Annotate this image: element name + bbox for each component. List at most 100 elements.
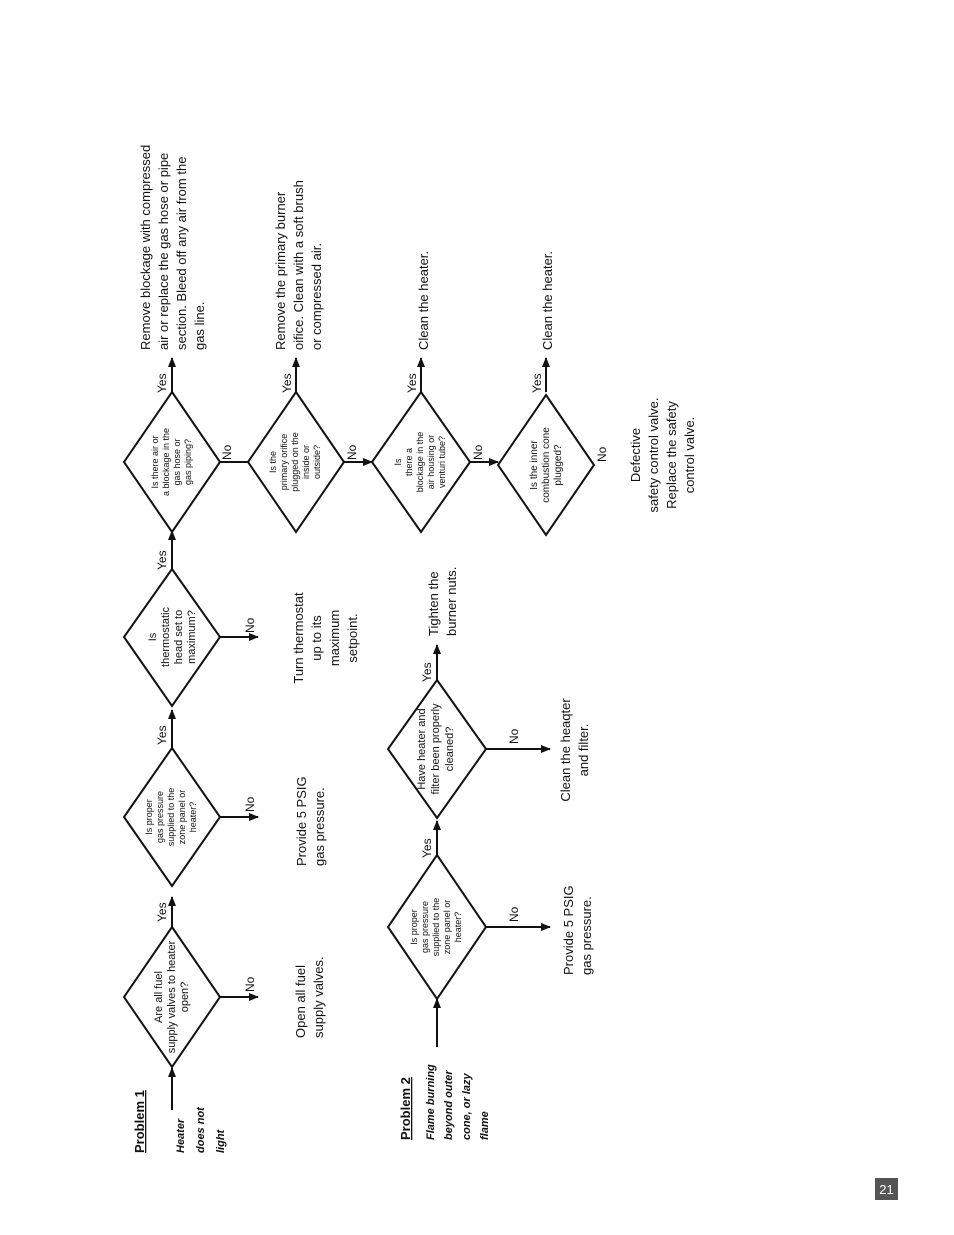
svg-text:outside?: outside? xyxy=(312,445,322,479)
svg-text:and filter.: and filter. xyxy=(576,724,591,777)
svg-text:supply valves to heater: supply valves to heater xyxy=(166,940,178,1053)
yes-label: Yes xyxy=(155,550,169,570)
no-label: No xyxy=(471,444,485,460)
svg-text:Replace the safety: Replace the safety xyxy=(664,401,679,509)
svg-text:thermostatic: thermostatic xyxy=(160,607,172,667)
p1-decision-orifice xyxy=(246,390,346,534)
p1-decision-gas-pressure xyxy=(122,746,222,888)
svg-text:Clean the heater.: Clean the heater. xyxy=(416,251,431,350)
yes-label: Yes xyxy=(280,373,294,393)
svg-text:combustion cone: combustion cone xyxy=(541,427,552,503)
p1-decision-thermostat xyxy=(122,567,222,708)
svg-text:gas pressure: gas pressure xyxy=(155,791,165,843)
svg-text:gas pressure: gas pressure xyxy=(420,901,430,953)
p1-q4-text: Is there air or a blockage in the gas ho… xyxy=(150,428,193,496)
yes-label: Yes xyxy=(155,373,169,393)
p1-action-thermostat: Turn thermostat up to its maximum setpoi… xyxy=(291,592,360,684)
p2-q1-text: Is proper gas pressure supplied to the z… xyxy=(409,898,463,957)
p2-action-tighten-nuts: Tighten the burner nuts. xyxy=(426,567,459,636)
svg-text:Turn thermostat: Turn thermostat xyxy=(291,592,306,684)
svg-text:there a: there a xyxy=(404,448,414,476)
p1-decision-fuel-valves xyxy=(122,925,222,1069)
svg-text:or compressed air.: or compressed air. xyxy=(309,243,324,350)
svg-text:section. Bleed off any air fr: section. Bleed off any air from the xyxy=(174,157,189,350)
page-number-badge xyxy=(875,1178,898,1200)
no-label: No xyxy=(345,444,359,460)
svg-text:supplied to the: supplied to the xyxy=(166,788,176,847)
svg-text:beyond outer: beyond outer xyxy=(443,1070,455,1140)
svg-text:gas hose or: gas hose or xyxy=(172,438,182,485)
svg-text:filter been properly: filter been properly xyxy=(430,703,442,795)
svg-text:heater?: heater? xyxy=(453,912,463,943)
svg-text:Is proper: Is proper xyxy=(409,909,419,945)
svg-text:blockage in the: blockage in the xyxy=(415,432,425,493)
svg-text:does not: does not xyxy=(195,1106,207,1153)
p1-decision-venturi xyxy=(370,390,472,534)
svg-text:gas piping?: gas piping? xyxy=(183,439,193,485)
svg-text:Is: Is xyxy=(147,632,159,641)
svg-text:venturi tube?: venturi tube? xyxy=(437,436,447,488)
yes-label: Yes xyxy=(155,902,169,922)
svg-text:gas pressure.: gas pressure. xyxy=(312,787,327,866)
svg-text:supply valves.: supply valves. xyxy=(311,956,326,1038)
svg-text:primary orifice: primary orifice xyxy=(279,434,289,491)
svg-text:zone panel or: zone panel or xyxy=(177,790,187,845)
svg-text:Clean the heater.: Clean the heater. xyxy=(540,251,555,350)
p2-decision-cleaned xyxy=(386,678,488,820)
p1-action-clean-heater-1: Clean the heater. xyxy=(416,251,431,350)
svg-text:cone, or lazy: cone, or lazy xyxy=(461,1072,473,1140)
p1-description: Heater does not light xyxy=(175,1106,227,1153)
svg-text:Provide 5 PSIG: Provide 5 PSIG xyxy=(561,885,576,975)
svg-text:Is proper: Is proper xyxy=(144,799,154,835)
svg-text:Heater: Heater xyxy=(175,1118,187,1153)
p2-decision-gas-pressure xyxy=(386,853,488,1001)
p2-action-clean-heater-filter: Clean the heaqter and filter. xyxy=(558,698,591,802)
svg-text:open?: open? xyxy=(179,982,191,1013)
svg-text:cleaned?: cleaned? xyxy=(444,727,456,772)
svg-text:Are all fuel: Are all fuel xyxy=(153,971,165,1023)
svg-text:Remove blockage with compresse: Remove blockage with compressed xyxy=(138,145,153,350)
svg-text:light: light xyxy=(215,1128,227,1153)
svg-text:Is there air or: Is there air or xyxy=(150,435,160,488)
svg-text:Flame burning: Flame burning xyxy=(425,1064,437,1140)
svg-text:Remove the primary burner: Remove the primary burner xyxy=(273,191,288,350)
page-number: 21 xyxy=(879,1182,893,1197)
svg-text:control valve.: control valve. xyxy=(682,417,697,494)
p1-heading: Problem 1 xyxy=(132,1090,147,1153)
svg-text:supplied to the: supplied to the xyxy=(431,898,441,957)
svg-text:Is: Is xyxy=(393,458,403,466)
svg-text:gas pressure.: gas pressure. xyxy=(579,896,594,975)
p1-decision-combustion-cone xyxy=(496,393,596,537)
svg-text:air or replace the gas hose or: air or replace the gas hose or pipe xyxy=(156,153,171,350)
p1-decision-air-blockage xyxy=(122,390,222,534)
svg-text:maximum: maximum xyxy=(327,610,342,666)
svg-text:a blockage in the: a blockage in the xyxy=(161,428,171,496)
no-label: No xyxy=(507,906,521,922)
svg-text:up to its: up to its xyxy=(309,615,324,661)
svg-text:Have heater and: Have heater and xyxy=(416,708,428,789)
no-label: No xyxy=(220,444,234,460)
p1-q5-text: Is the primary orifice plugged on the in… xyxy=(268,432,322,492)
svg-text:plugged on the: plugged on the xyxy=(290,432,300,492)
yes-label: Yes xyxy=(155,725,169,745)
no-label: No xyxy=(595,446,609,462)
no-label: No xyxy=(243,796,257,812)
p2-q2-text: Have heater and filter been properly cle… xyxy=(416,703,456,795)
svg-text:Defective: Defective xyxy=(628,428,643,482)
p1-q6-text: Is there a blockage in the air housing o… xyxy=(393,432,447,493)
svg-text:Provide 5 PSIG: Provide 5 PSIG xyxy=(294,776,309,866)
svg-text:oifice. Clean with a soft bru: oifice. Clean with a soft brush xyxy=(291,180,306,350)
svg-text:heater?: heater? xyxy=(188,802,198,833)
p2-action-provide-psig: Provide 5 PSIG gas pressure. xyxy=(561,885,594,975)
p1-action-provide-psig: Provide 5 PSIG gas pressure. xyxy=(294,776,327,866)
p1-action-defective-valve: Defective safety control valve. Replace … xyxy=(628,398,697,513)
p1-action-open-valves: Open all fuel supply valves. xyxy=(293,956,326,1038)
p2-heading: Problem 2 xyxy=(398,1077,413,1140)
svg-text:maximum?: maximum? xyxy=(186,610,198,664)
p2-description: Flame burning beyond outer cone, or lazy… xyxy=(425,1064,491,1140)
svg-text:gas line.: gas line. xyxy=(192,302,207,350)
p1-q7-text: Is the inner combustion cone plugged? xyxy=(529,427,564,503)
yes-label: Yes xyxy=(530,373,544,393)
svg-text:Is the: Is the xyxy=(268,451,278,473)
